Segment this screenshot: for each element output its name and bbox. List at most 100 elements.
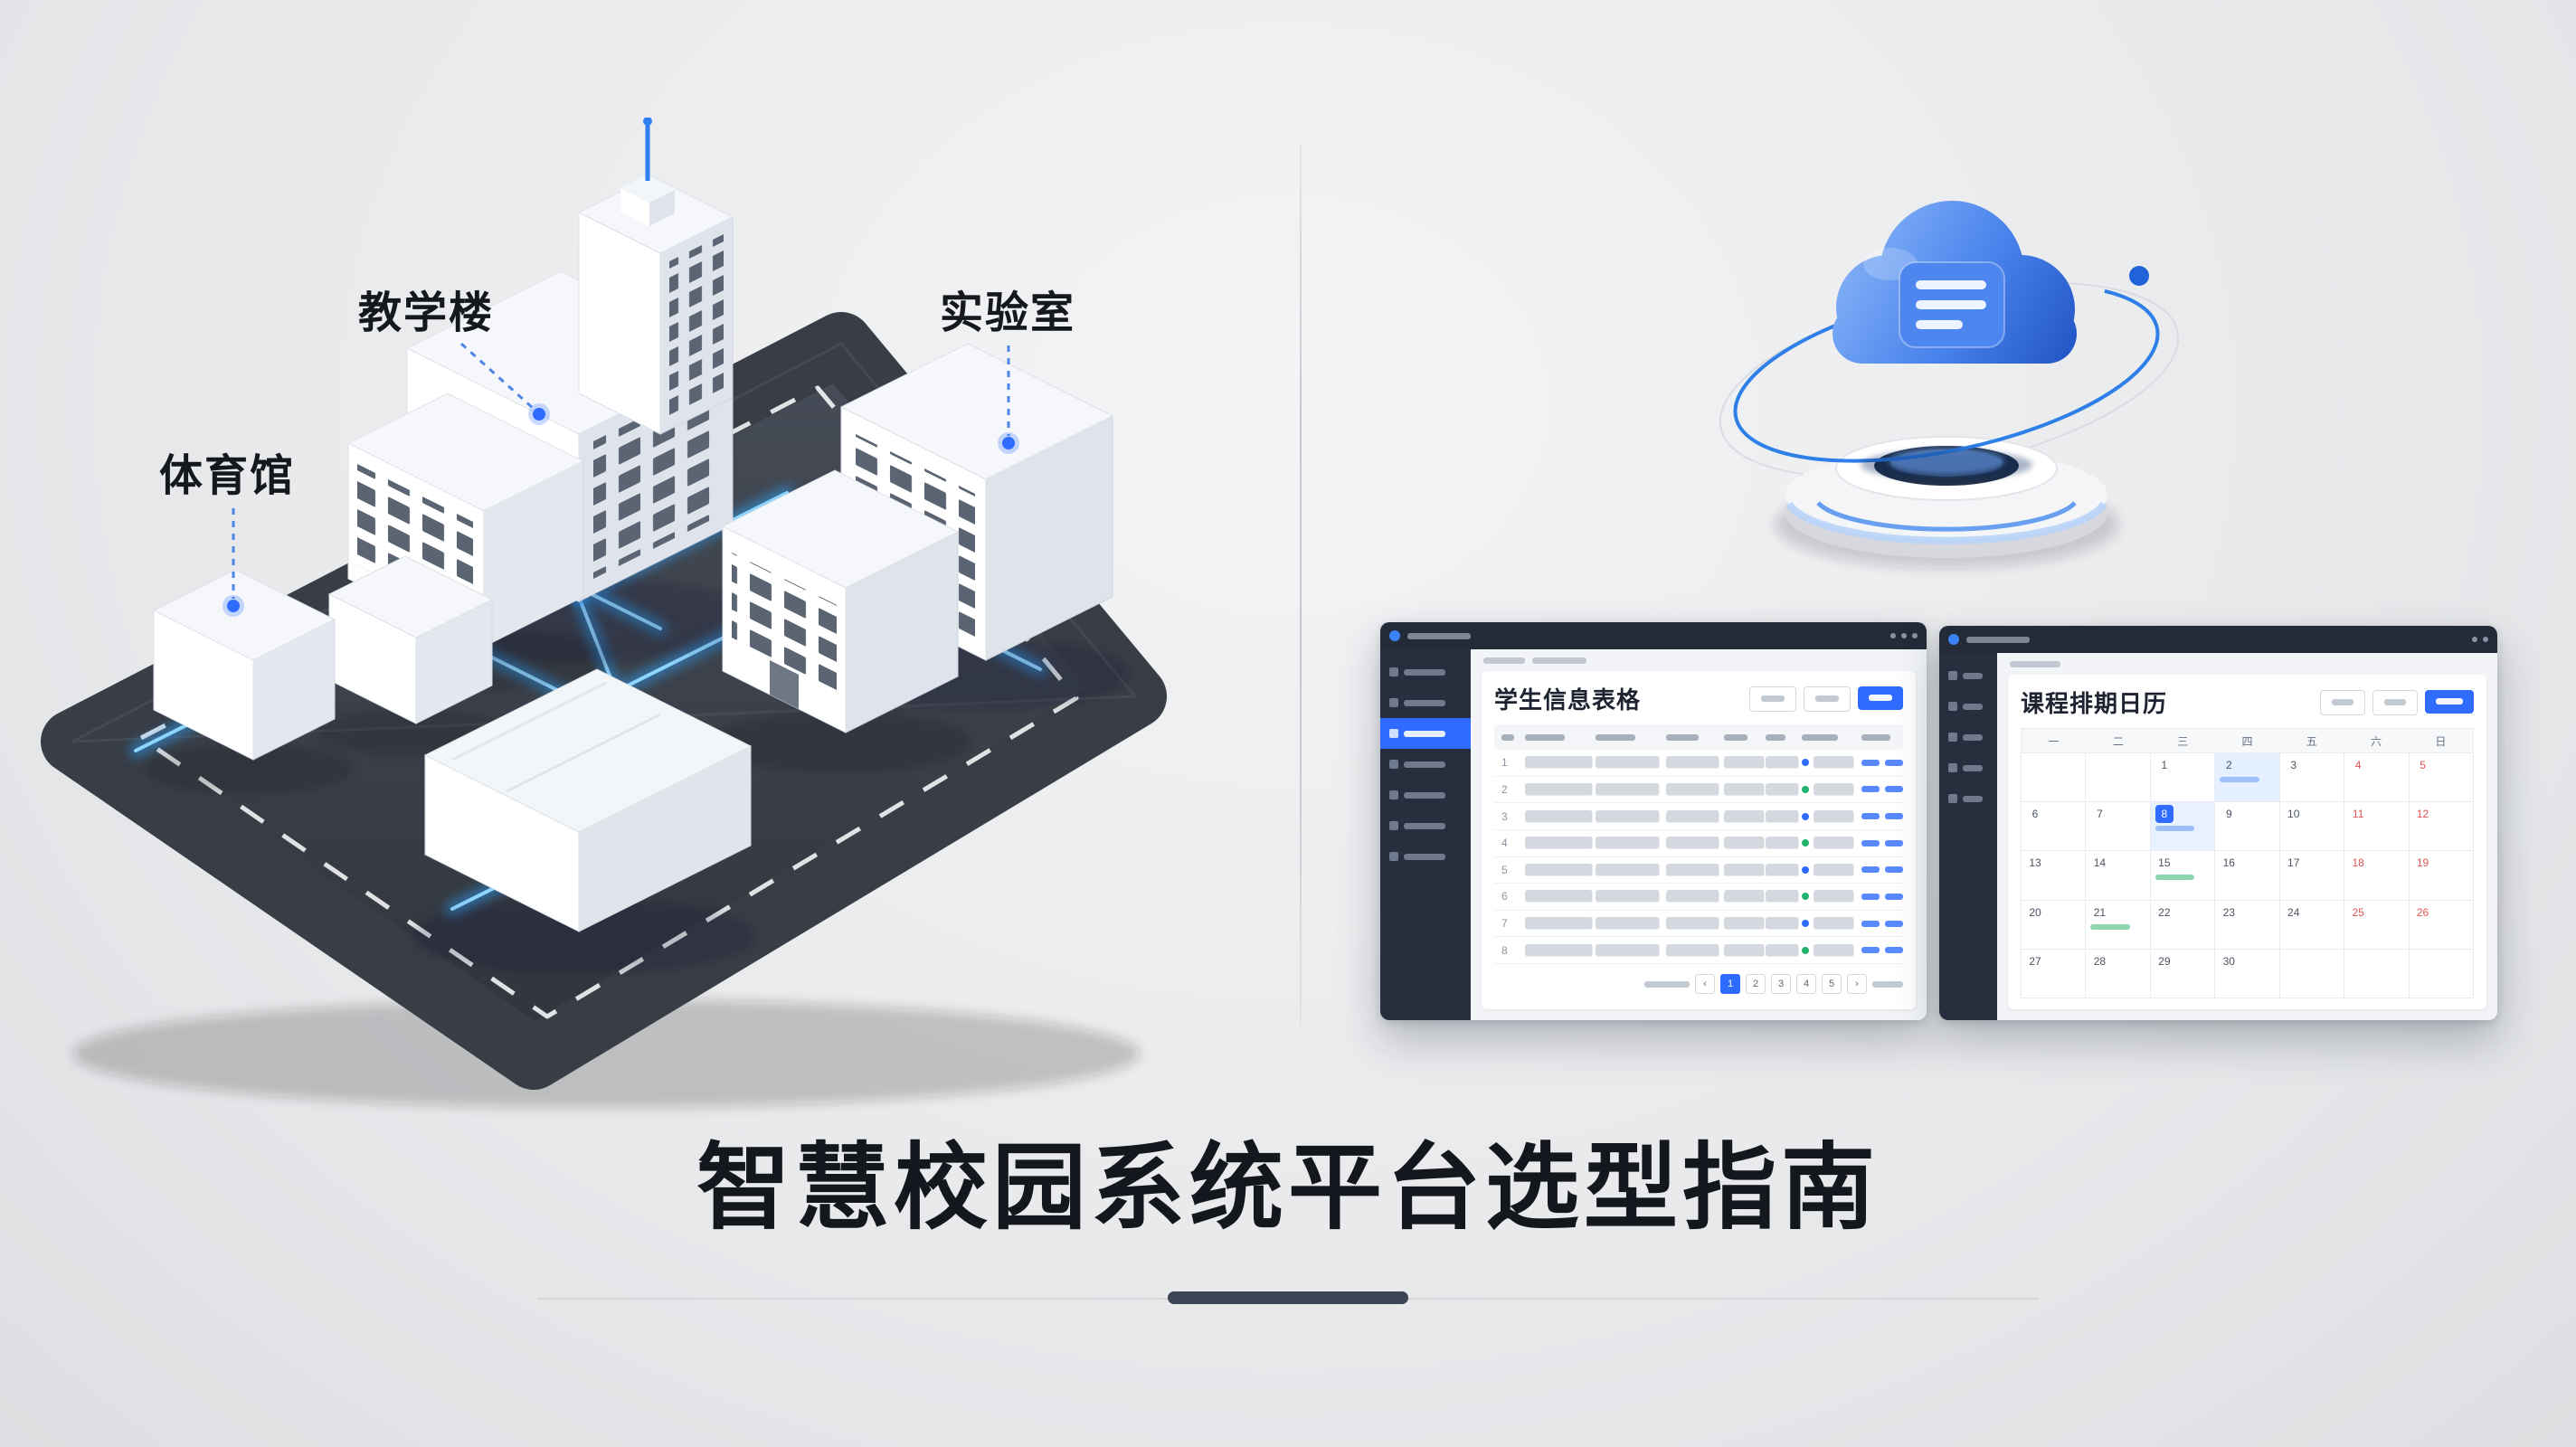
page-button[interactable]: 5: [1822, 974, 1842, 994]
secondary-button[interactable]: [1749, 686, 1796, 712]
topbar-icon[interactable]: [2472, 637, 2477, 642]
calendar-day-cell[interactable]: [2022, 753, 2087, 803]
calendar-day-cell[interactable]: 30: [2215, 949, 2280, 998]
page-button[interactable]: 3: [1771, 974, 1791, 994]
calendar-day-cell[interactable]: 20: [2022, 900, 2087, 950]
secondary-button[interactable]: [2320, 689, 2365, 715]
sidebar-item[interactable]: [1380, 841, 1471, 872]
calendar-day-cell[interactable]: 24: [2279, 900, 2345, 950]
action-link[interactable]: [1861, 947, 1880, 954]
page-title: 智慧校园系统平台选型指南: [696, 1137, 1880, 1241]
action-link[interactable]: [1861, 786, 1880, 793]
action-link[interactable]: [1861, 893, 1880, 900]
sidebar-item[interactable]: [1939, 691, 1997, 722]
calendar-day-cell[interactable]: 5: [2409, 753, 2474, 803]
calendar-day-cell[interactable]: 4: [2344, 753, 2410, 803]
calendar-day-cell[interactable]: 11: [2344, 802, 2410, 852]
calendar-day-cell[interactable]: [2344, 949, 2410, 998]
row-index-cell: 3: [1501, 810, 1525, 823]
sidebar-item[interactable]: [1380, 810, 1471, 841]
calendar-day-cell[interactable]: 27: [2022, 949, 2087, 998]
cell-text-placeholder: [1724, 890, 1766, 903]
status-placeholder: [1814, 756, 1854, 770]
table-row: 3: [1494, 803, 1903, 830]
status-placeholder: [1814, 782, 1854, 796]
prev-page-button[interactable]: ‹: [1695, 974, 1715, 994]
calendar-day-cell[interactable]: 19: [2409, 851, 2474, 901]
calendar-day-cell[interactable]: 10: [2279, 802, 2345, 852]
action-link[interactable]: [1885, 813, 1903, 820]
calendar-day-cell[interactable]: 17: [2279, 851, 2345, 901]
page-button[interactable]: 2: [1746, 974, 1766, 994]
page-button[interactable]: 1: [1720, 974, 1740, 994]
header-label-placeholder: [1766, 733, 1785, 741]
calendar-day-cell[interactable]: 16: [2215, 851, 2280, 901]
calendar-day-cell[interactable]: 8: [2150, 802, 2216, 852]
calendar-day-cell[interactable]: 12: [2409, 802, 2474, 852]
topbar-icon[interactable]: [1901, 633, 1907, 638]
cell-text-placeholder: [1596, 756, 1666, 770]
action-link[interactable]: [1861, 866, 1880, 874]
calendar-day-cell[interactable]: 1: [2150, 753, 2216, 803]
primary-button[interactable]: [2425, 689, 2474, 714]
action-link[interactable]: [1885, 947, 1903, 954]
text-placeholder: [1666, 809, 1719, 823]
sidebar-item-icon: [1948, 763, 1957, 772]
page-button[interactable]: 4: [1796, 974, 1816, 994]
sidebar-item[interactable]: [1939, 660, 1997, 691]
calendar-day-cell[interactable]: [2409, 949, 2474, 998]
primary-button[interactable]: [1858, 686, 1903, 710]
sidebar-item[interactable]: [1380, 749, 1471, 780]
action-link[interactable]: [1885, 786, 1903, 793]
action-link[interactable]: [1885, 893, 1903, 900]
row-number: 3: [1501, 809, 1508, 823]
calendar-day-cell[interactable]: 25: [2344, 900, 2410, 950]
action-link[interactable]: [1885, 759, 1903, 766]
calendar-day-cell[interactable]: 18: [2344, 851, 2410, 901]
secondary-button[interactable]: [1804, 686, 1851, 712]
calendar-day-cell[interactable]: 15: [2150, 851, 2216, 901]
action-link[interactable]: [1861, 813, 1880, 820]
actions-cell: [1861, 813, 1910, 820]
action-link[interactable]: [1885, 839, 1903, 846]
calendar-day-cell[interactable]: 2: [2215, 753, 2280, 803]
calendar-day-cell[interactable]: [2086, 753, 2151, 803]
calendar-day-cell[interactable]: 22: [2150, 900, 2216, 950]
sidebar-item[interactable]: [1380, 657, 1471, 687]
action-link[interactable]: [1861, 759, 1880, 766]
action-link[interactable]: [1885, 920, 1903, 927]
action-link[interactable]: [1861, 839, 1880, 846]
next-page-button[interactable]: ›: [1847, 974, 1867, 994]
text-placeholder: [1724, 890, 1765, 903]
calendar-day-cell[interactable]: 23: [2215, 900, 2280, 950]
action-link[interactable]: [1885, 866, 1903, 874]
text-placeholder: [1596, 809, 1660, 823]
sidebar-item[interactable]: [1939, 783, 1997, 814]
calendar-day-cell[interactable]: 14: [2086, 851, 2151, 901]
topbar-icon[interactable]: [1890, 633, 1896, 638]
calendar-day-cell[interactable]: 3: [2279, 753, 2345, 803]
topbar-icon[interactable]: [1912, 633, 1918, 638]
calendar-day-cell[interactable]: [2279, 949, 2345, 998]
sidebar-item[interactable]: [1380, 780, 1471, 810]
sidebar-item[interactable]: [1380, 687, 1471, 718]
calendar-day-cell[interactable]: 29: [2150, 949, 2216, 998]
secondary-button[interactable]: [2372, 689, 2418, 715]
topbar-icon[interactable]: [2483, 637, 2488, 642]
label-gymnasium: 体育馆: [159, 452, 295, 500]
calendar-day-cell[interactable]: 26: [2409, 900, 2474, 950]
sidebar-item[interactable]: [1380, 718, 1471, 749]
calendar-day-cell[interactable]: 7: [2086, 802, 2151, 852]
sidebar-item[interactable]: [1939, 752, 1997, 783]
text-placeholder: [1525, 782, 1593, 796]
status-cell: [1802, 917, 1861, 931]
calendar-day-cell[interactable]: 13: [2022, 851, 2087, 901]
calendar-day-cell[interactable]: 9: [2215, 802, 2280, 852]
sidebar-item[interactable]: [1939, 722, 1997, 752]
sidebar-item-label-placeholder: [1404, 668, 1445, 676]
calendar-day-cell[interactable]: 21: [2086, 900, 2151, 950]
action-link[interactable]: [1861, 920, 1880, 927]
calendar-day-cell[interactable]: 6: [2022, 802, 2087, 852]
calendar-day-cell[interactable]: 28: [2086, 949, 2151, 998]
